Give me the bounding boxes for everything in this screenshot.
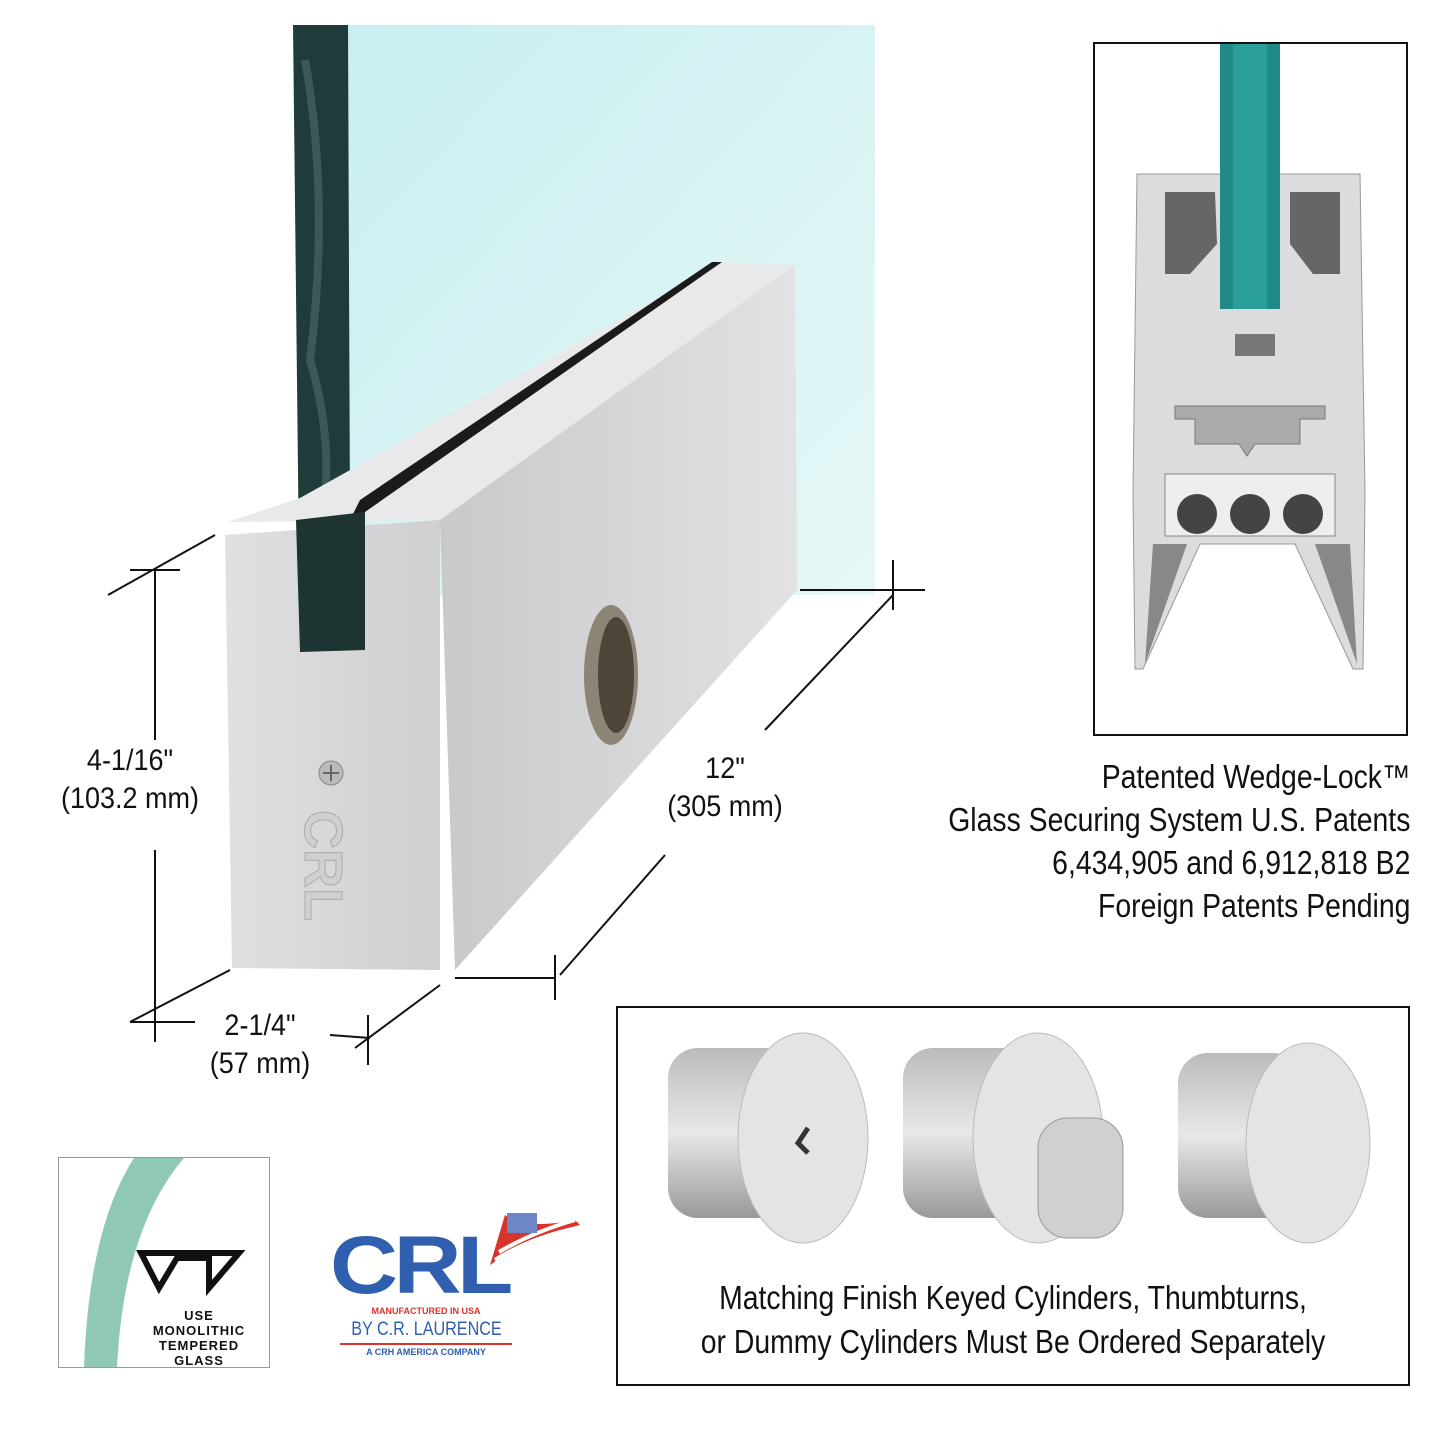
badge-line: MONOLITHIC <box>152 1323 246 1338</box>
rail-logo-emboss: CRL <box>293 810 353 921</box>
crl-mark: CRL <box>330 1228 511 1304</box>
keyed-cylinder <box>668 1032 869 1244</box>
crl-manufactured: MANUFACTURED IN USA <box>371 1306 481 1316</box>
height-imperial: 4-1/16" <box>86 744 174 777</box>
badge-line: GLASS <box>174 1353 224 1368</box>
length-imperial: 12" <box>705 752 745 785</box>
crl-logo: CRL MANUFACTURED IN USA BY C.R. LAURENCE… <box>330 1210 585 1370</box>
dimension-lines <box>107 534 925 1065</box>
crl-divider <box>340 1343 512 1345</box>
thumbturn-cylinder <box>903 1032 1124 1244</box>
rail-top-face <box>228 262 795 522</box>
badge-line: TEMPERED <box>158 1338 240 1353</box>
tempered-glass-badge: USE MONOLITHIC TEMPERED GLASS <box>58 1157 270 1368</box>
crl-company: A CRH AMERICA COMPANY <box>366 1347 486 1357</box>
us-flag-icon <box>490 1213 580 1265</box>
profile-cross-section <box>1132 44 1366 670</box>
patent-line: Foreign Patents Pending <box>1097 887 1410 924</box>
length-dimension: 12" (305 mm) <box>635 750 815 826</box>
length-metric: (305 mm) <box>667 790 783 823</box>
cylinders-caption-line: Matching Finish Keyed Cylinders, Thumbtu… <box>719 1279 1307 1316</box>
wedge-lock-profile-box <box>1093 42 1408 736</box>
width-metric: (57 mm) <box>209 1047 311 1080</box>
dummy-cylinder <box>1178 1042 1371 1244</box>
glass-edge-graphic <box>84 1158 246 1367</box>
glass-channel <box>296 512 365 652</box>
width-dimension: 2-1/4" (57 mm) <box>170 1007 350 1083</box>
height-dimension: 4-1/16" (103.2 mm) <box>31 742 229 818</box>
badge-line: USE <box>184 1308 214 1323</box>
patent-line: 6,434,905 and 6,912,818 B2 <box>1051 844 1410 881</box>
width-imperial: 2-1/4" <box>224 1009 296 1042</box>
rail-front-face <box>225 520 440 970</box>
cylinders-illustration <box>668 1032 1371 1244</box>
patent-line: Glass Securing System U.S. Patents <box>947 801 1410 838</box>
cylinders-caption: Matching Finish Keyed Cylinders, Thumbtu… <box>673 1276 1352 1364</box>
cylinders-caption-line: or Dummy Cylinders Must Be Ordered Separ… <box>700 1323 1326 1360</box>
patent-caption: Patented Wedge-Lock™ Glass Securing Syst… <box>948 755 1410 927</box>
cylinders-box: Matching Finish Keyed Cylinders, Thumbtu… <box>616 1006 1410 1386</box>
height-metric: (103.2 mm) <box>60 782 200 815</box>
glass-symbol-icon <box>136 1250 246 1297</box>
crl-by-line: BY C.R. LAURENCE <box>351 1319 502 1340</box>
patent-line: Patented Wedge-Lock™ <box>1101 758 1410 795</box>
